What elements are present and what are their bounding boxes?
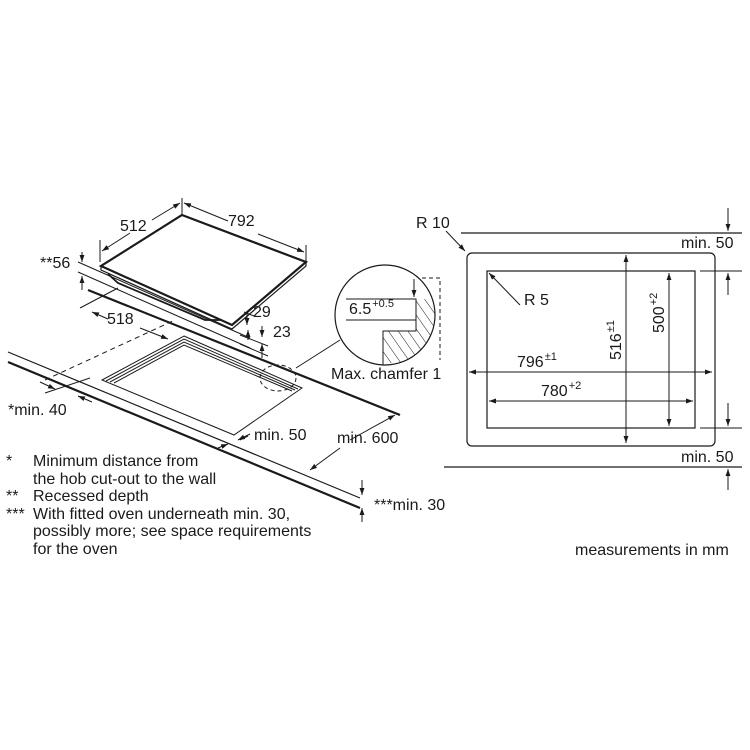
footnotes: * Minimum distance from the hob cut-out … — [6, 453, 311, 558]
detail-dimension: 6.5+0.5 — [349, 298, 394, 319]
cutout-plan — [444, 208, 742, 490]
inner-height-value: 500 — [651, 306, 668, 333]
chamfer-label: Max. chamfer 1 — [331, 366, 442, 383]
height-29-label: 29 — [253, 304, 271, 321]
min-600-label: min. 600 — [337, 430, 399, 447]
outer-width-label: 796±1 — [517, 351, 557, 372]
cutout-depth-label: 518 — [107, 311, 134, 328]
units-label: measurements in mm — [575, 542, 729, 559]
outer-width-value: 796 — [517, 354, 544, 371]
detail-circle — [334, 264, 441, 366]
worktop-cutout — [100, 335, 341, 436]
recessed-depth-label: **56 — [40, 255, 71, 272]
outer-radius-label: R 10 — [416, 215, 450, 232]
inner-width-tolerance: +2 — [568, 380, 582, 392]
detail-tolerance: +0.5 — [372, 298, 394, 310]
detail-dimension-value: 6.5 — [349, 301, 372, 318]
outer-height-value: 516 — [608, 333, 625, 360]
top-clearance-label: min. 50 — [681, 235, 734, 252]
outer-height-label: 516±1 — [605, 320, 626, 360]
footnote-text: With fitted oven underneath min. 30, pos… — [33, 505, 312, 558]
hob-depth-label: 512 — [120, 218, 147, 235]
footnote: * Minimum distance from the hob cut-out … — [6, 453, 311, 488]
height-23-label: 23 — [273, 324, 291, 341]
hob-outline — [98, 213, 309, 330]
inner-radius-label: R 5 — [524, 292, 549, 309]
footnote-text: Minimum distance from the hob cut-out to… — [33, 453, 217, 488]
footnote-mark: * — [6, 453, 13, 470]
footnote-mark: *** — [6, 505, 25, 523]
bottom-clearance-label: min. 50 — [681, 449, 734, 466]
inner-height-label: 500+2 — [648, 293, 669, 333]
inner-height-tolerance: +2 — [648, 292, 660, 306]
inner-width-label: 780+2 — [541, 380, 581, 401]
min-wall-distance-label: *min. 40 — [8, 402, 67, 419]
footnote: ** Recessed depth — [6, 488, 311, 506]
footnote: *** With fitted oven underneath min. 30,… — [6, 506, 311, 559]
footnote-text: Recessed depth — [33, 488, 149, 505]
inner-width-value: 780 — [541, 383, 568, 400]
min-30-label: ***min. 30 — [374, 497, 446, 514]
hob-width-label: 792 — [228, 213, 255, 230]
footnote-mark: ** — [6, 488, 19, 505]
outer-height-tolerance: ±1 — [605, 320, 617, 333]
min-front-distance-label: min. 50 — [254, 427, 307, 444]
outer-width-tolerance: ±1 — [544, 351, 557, 363]
